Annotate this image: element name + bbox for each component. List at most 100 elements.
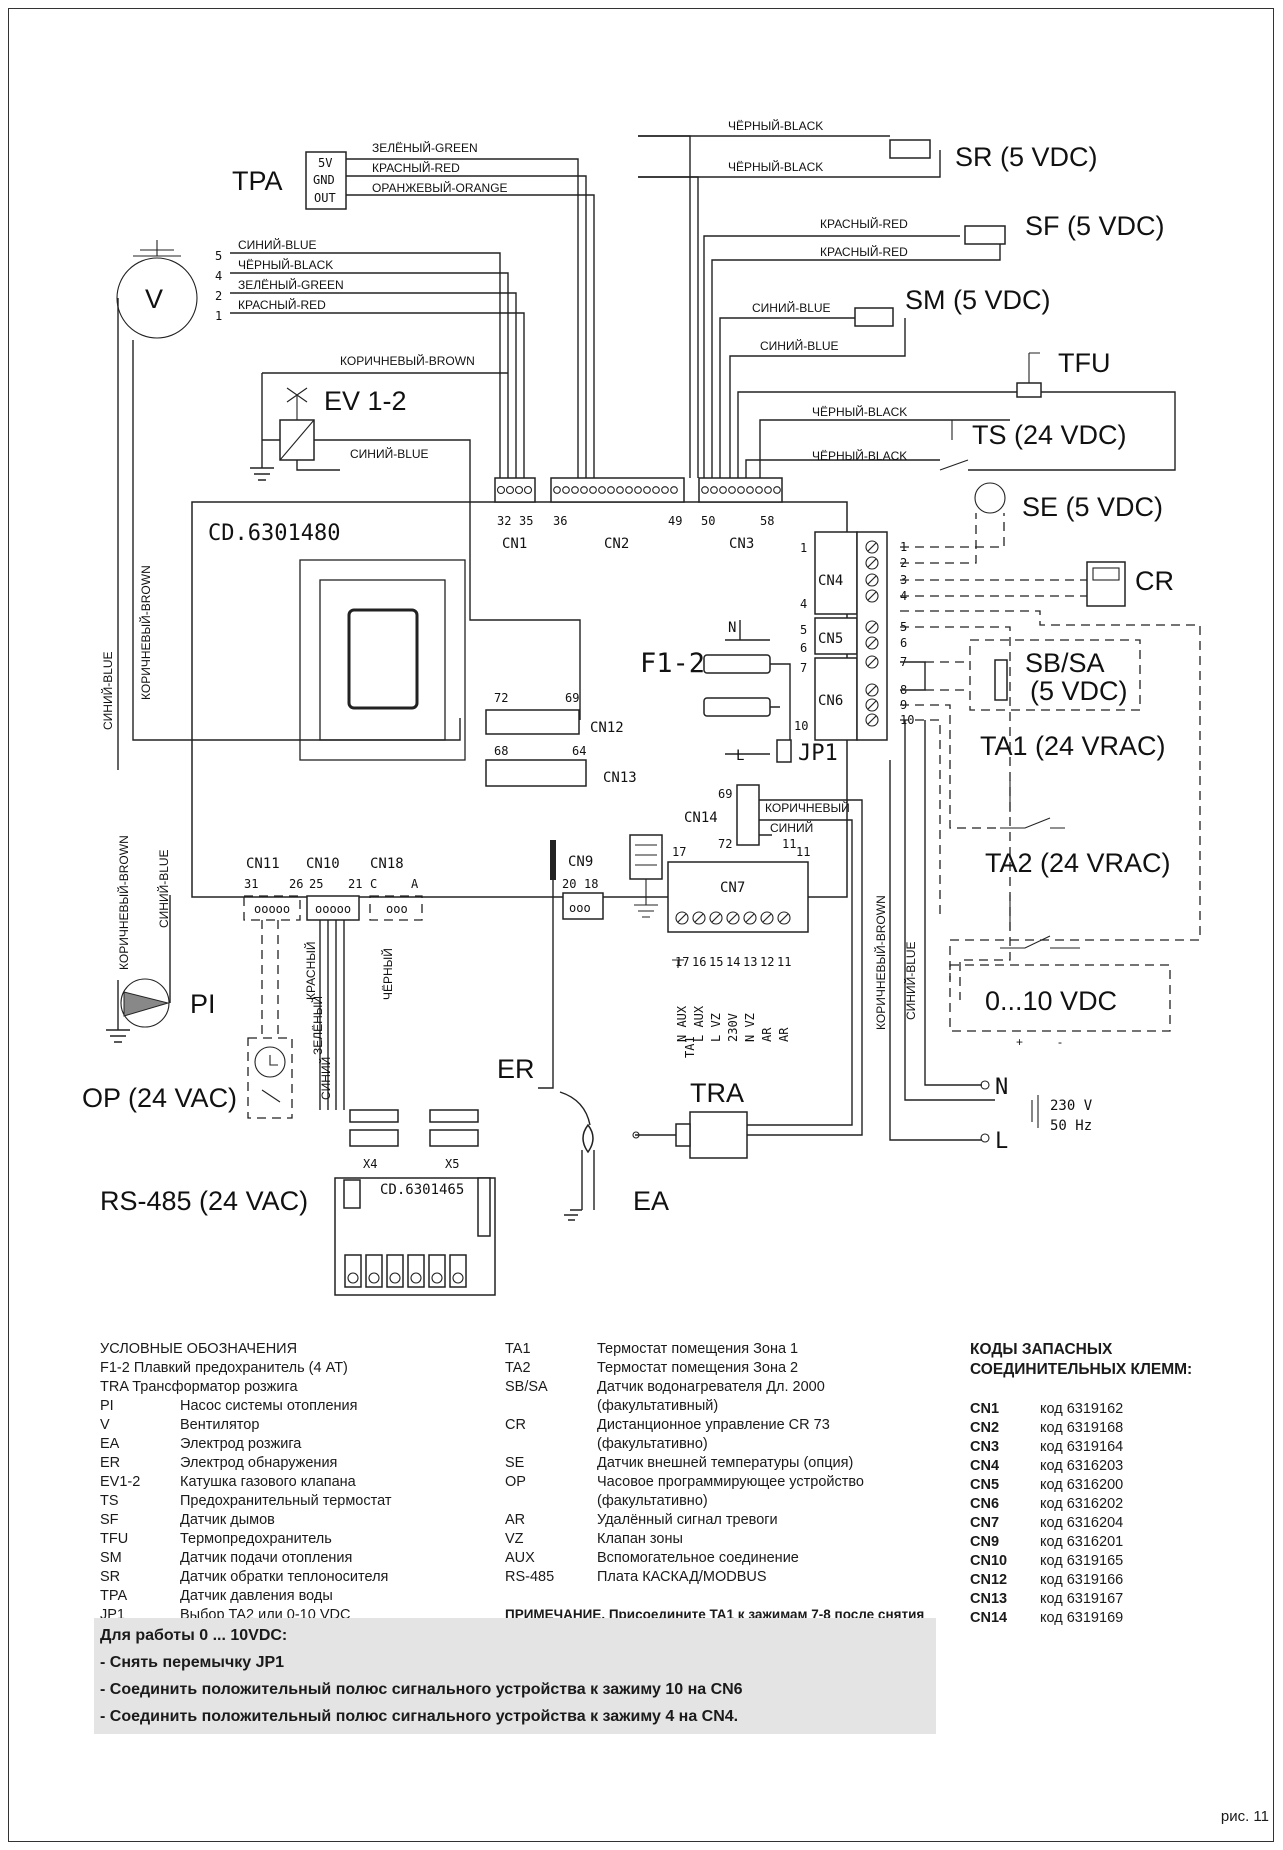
pump-wires <box>106 895 171 1043</box>
rs485-terminal <box>449 1254 467 1288</box>
legend-key: V <box>100 1417 110 1433</box>
legend-key: OP <box>505 1474 526 1490</box>
legend-text: F1-2 Плавкий предохранитель (4 AT) <box>100 1360 348 1376</box>
cn2-pin <box>598 486 606 494</box>
ea-label: EA <box>633 1186 669 1216</box>
cr-display <box>1092 567 1120 581</box>
cn2-pin <box>643 486 651 494</box>
sf-wire-red-1: КРАСНЫЙ-RED <box>820 216 908 231</box>
cn4-label: CN4 <box>818 573 843 589</box>
mains-frequency: 50 Hz <box>1050 1118 1092 1134</box>
cn10-label: CN10 <box>306 856 340 872</box>
cn7-label: CN7 <box>720 880 745 896</box>
er-label: ER <box>497 1054 535 1084</box>
mains-wire-blue: СИНИЙ-BLUE <box>903 941 918 1020</box>
x5-top-block <box>429 1109 479 1123</box>
ta-wires <box>900 661 1000 920</box>
legend-key: SM <box>100 1550 122 1566</box>
mains-wire-brown: КОРИЧНЕВЫЙ-BROWN <box>873 895 888 1030</box>
tfu-lead <box>1028 352 1040 383</box>
sm-wire-blue-1: СИНИЙ-BLUE <box>752 300 831 315</box>
fuse-n-label: N <box>728 620 736 636</box>
legend-value: Термостат помещения Зона 1 <box>597 1341 799 1357</box>
cn10-pin-first: 25 <box>309 877 323 891</box>
jp1-jumper[interactable] <box>776 739 792 763</box>
legend-row: F1-2 Плавкий предохранитель (4 AT) <box>100 1359 480 1378</box>
sbsa-sensor-icon <box>994 659 1008 701</box>
tfu-ts-wires <box>737 391 1176 478</box>
cn7-terminal-label: L AUX <box>692 1005 706 1042</box>
mains-l-label: L <box>995 1129 1008 1154</box>
fuse-l-label: L <box>736 748 744 764</box>
sr-wire-black-1: ЧЁРНЫЙ-BLACK <box>728 118 823 133</box>
tfu-label: TFU <box>1058 348 1110 378</box>
cn3-label: CN3 <box>729 536 754 552</box>
cn18-pins: ooo <box>386 902 408 916</box>
legend-key <box>505 1435 597 1454</box>
ea-terminal <box>632 1131 640 1139</box>
code-connector: CN10 <box>970 1553 1008 1569</box>
cn13-block <box>485 759 587 787</box>
legend-value: Датчик обратки теплоносителя <box>180 1569 389 1585</box>
rs485-screw <box>368 1272 380 1284</box>
fan-pin-4: 4 <box>215 269 222 283</box>
legend-text: УСЛОВНЫЕ ОБОЗНАЧЕНИЯ <box>100 1341 298 1357</box>
cn14-wire-brown: КОРИЧНЕВЫЙ <box>765 800 850 815</box>
cn18-label: CN18 <box>370 856 404 872</box>
cn1-pin-first: 32 <box>497 514 511 528</box>
cn7-screw <box>777 911 791 925</box>
x4-connector <box>349 1129 399 1147</box>
right-screw <box>865 683 879 697</box>
right-screw-slot <box>867 575 877 585</box>
fuse-wires <box>725 620 791 755</box>
code-value: код 6316203 <box>1040 1458 1124 1474</box>
sm-sensor-icon <box>854 307 894 327</box>
cn3-block <box>698 477 783 503</box>
fan-pin-1: 1 <box>215 309 222 323</box>
code-connector: CN2 <box>970 1420 1000 1436</box>
tpa-pin-5v: 5V <box>318 156 332 170</box>
code-connector: CN1 <box>970 1401 1000 1417</box>
cn7-screw-slot <box>711 913 721 923</box>
right-screw <box>865 573 879 587</box>
cn7-screw <box>692 911 706 925</box>
legend-value: Дистанционное управление CR 73 <box>597 1417 830 1433</box>
sf-wire-red-2: КРАСНЫЙ-RED <box>820 244 908 259</box>
code-value: код 6319167 <box>1040 1591 1124 1607</box>
sm-wire-blue-2: СИНИЙ-BLUE <box>760 338 839 353</box>
vdc-minus: - <box>1058 1035 1062 1049</box>
cn2-pin <box>616 486 624 494</box>
cn5-pin-first: 5 <box>800 623 807 637</box>
cn14-cn7-pin: 11 <box>782 837 796 851</box>
se-label: SE (5 VDC) <box>1022 492 1163 522</box>
ev-coil-diagonal <box>279 419 315 461</box>
cn7-screw-slot <box>694 913 704 923</box>
instruction-line: Для работы 0 ... 10VDC: <box>100 1627 288 1644</box>
ta2-label: TA2 (24 VRAC) <box>985 848 1171 878</box>
right-screw-slot <box>867 715 877 725</box>
rs485-label: RS-485 (24 VAC) <box>100 1186 308 1216</box>
code-value: код 6316200 <box>1040 1477 1124 1493</box>
op-label: OP (24 VAC) <box>82 1083 237 1113</box>
legend-key: TA1 <box>505 1341 531 1357</box>
cn9-pin-first: 20 <box>562 877 576 891</box>
ev-ground-icon <box>250 373 280 481</box>
fan-return-wires <box>117 298 461 770</box>
code-connector: CN7 <box>970 1515 1000 1531</box>
cn2-pin <box>589 486 597 494</box>
cn11-pin-first: 31 <box>244 877 258 891</box>
cn7-screw-slot <box>728 913 738 923</box>
pump-wire-brown: КОРИЧНЕВЫЙ-BROWN <box>116 835 131 970</box>
dip-switch <box>343 1179 361 1209</box>
tra-transformer <box>689 1111 748 1159</box>
tra-plug <box>675 1123 691 1147</box>
